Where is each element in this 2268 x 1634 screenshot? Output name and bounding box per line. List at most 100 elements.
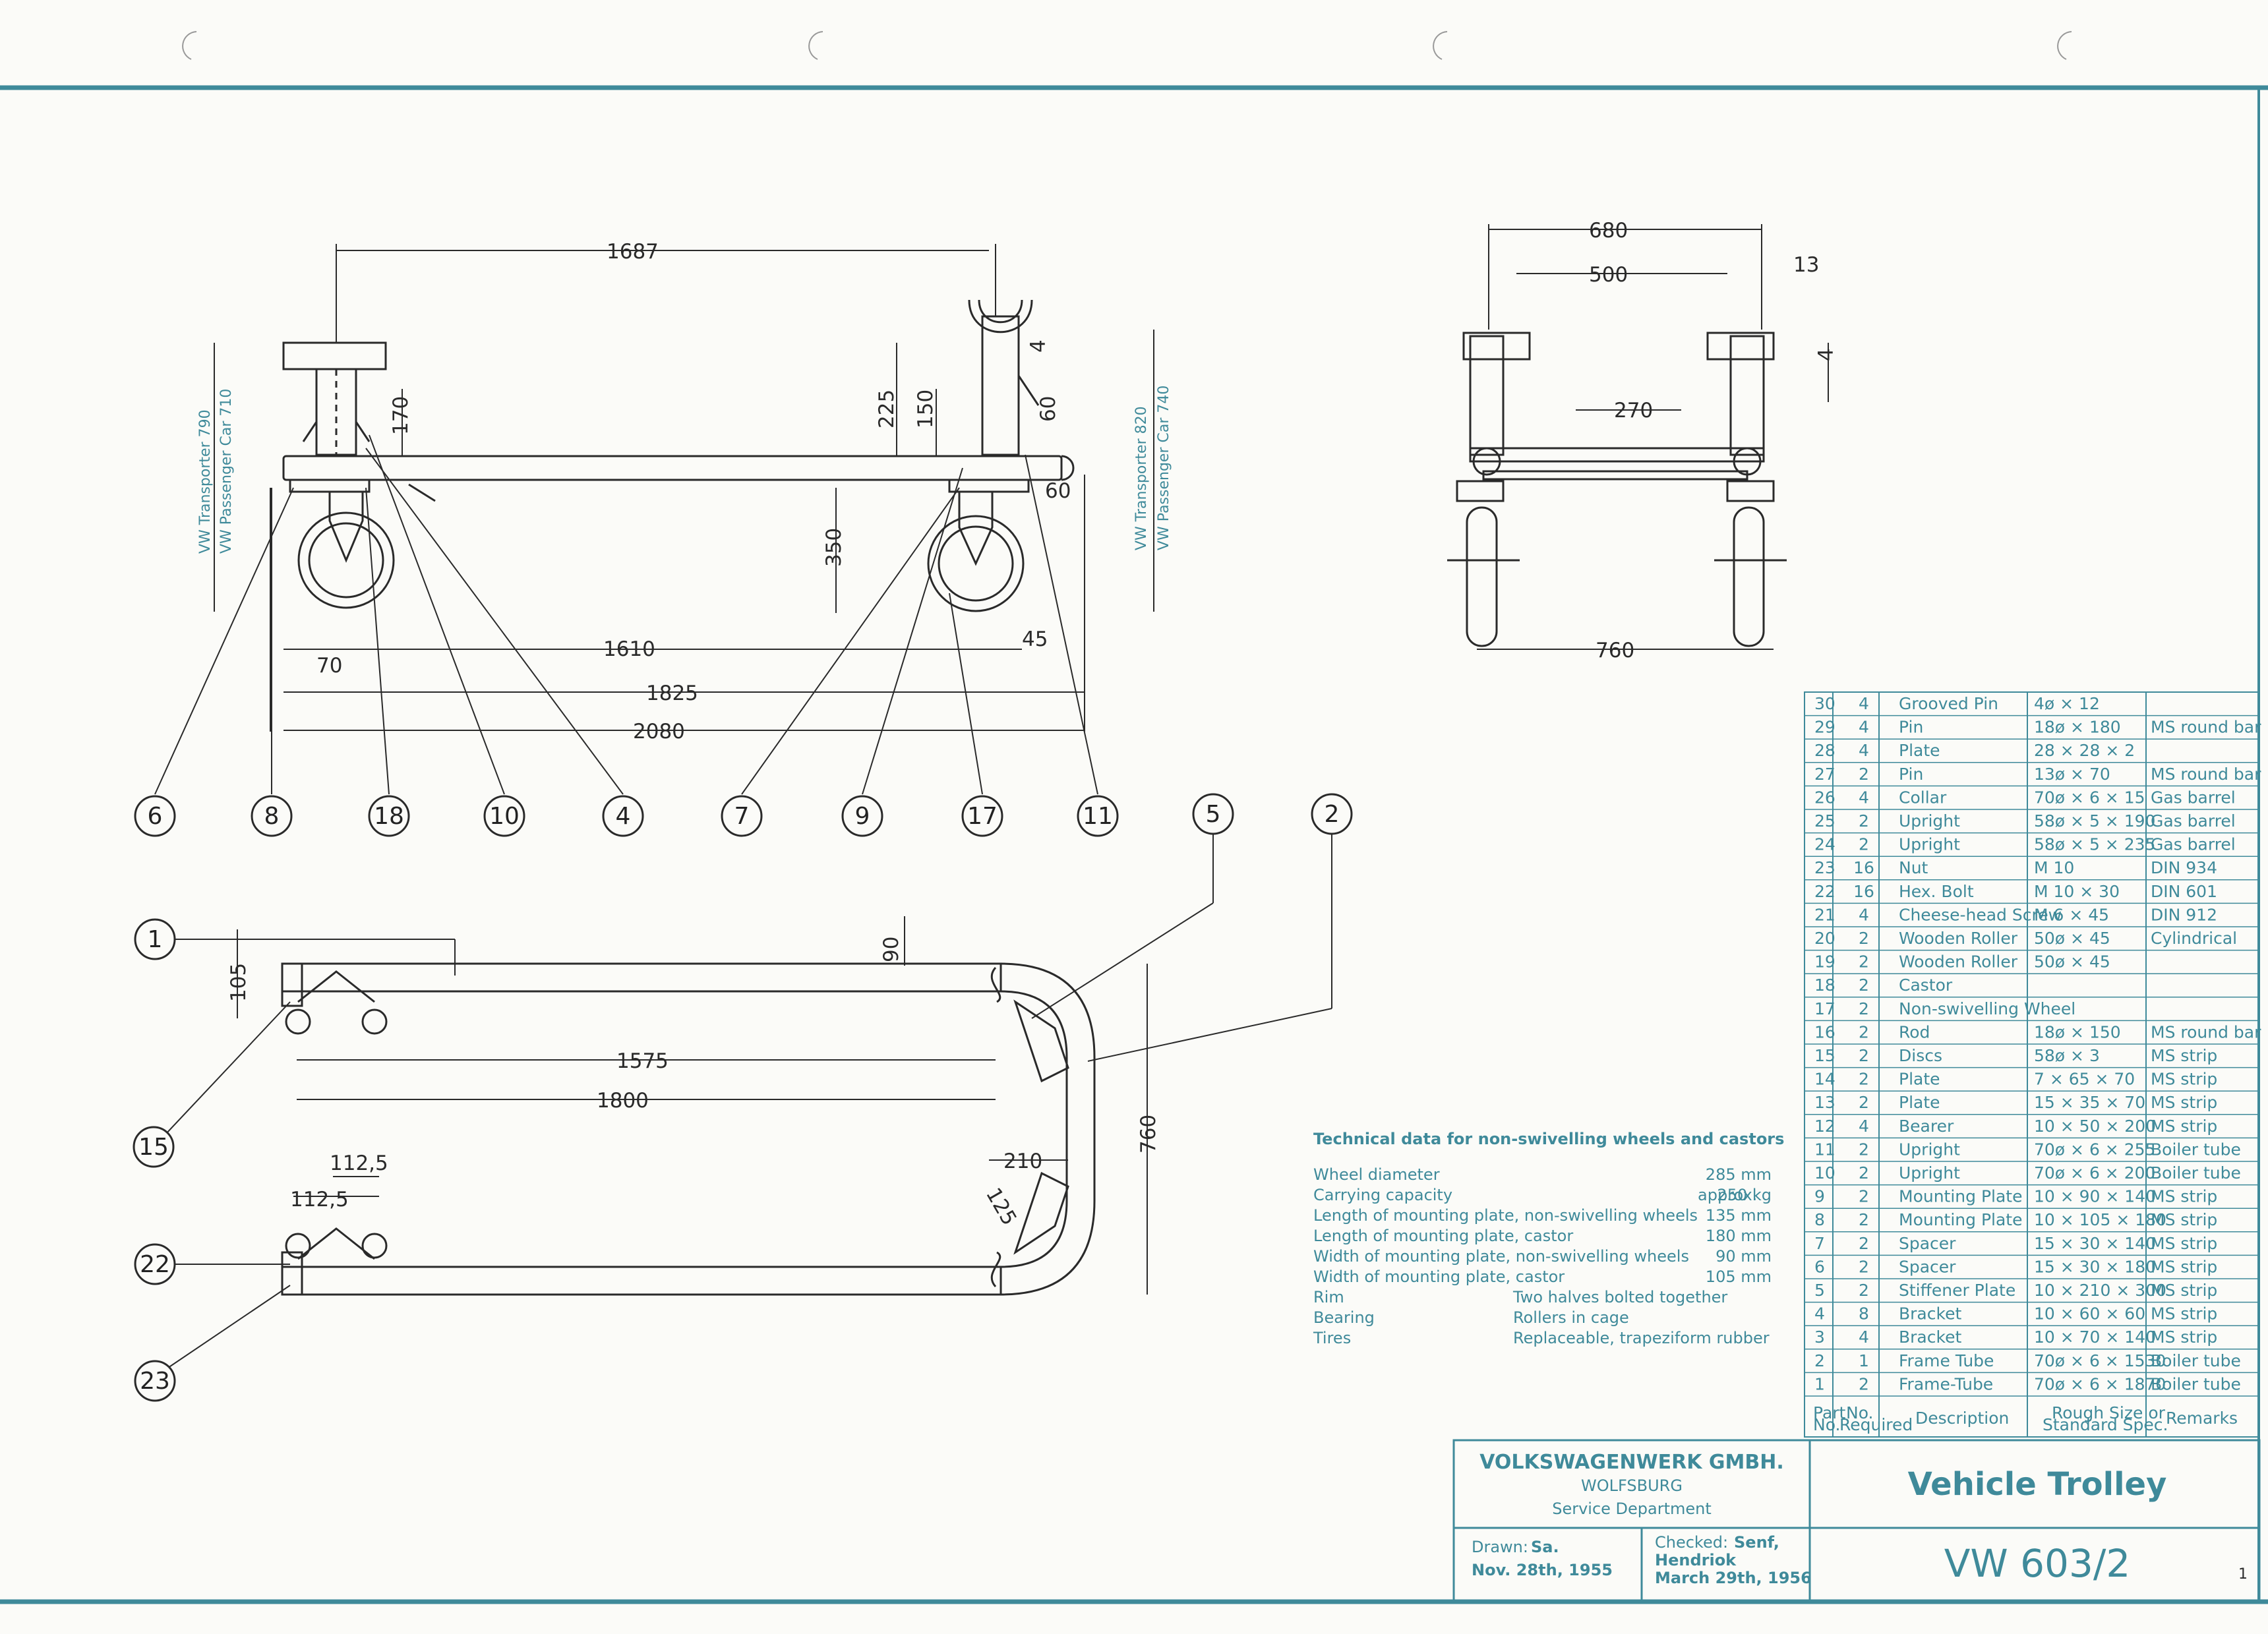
part-rem: Cylindrical <box>2151 929 2237 948</box>
part-desc: Pin <box>1899 718 1923 737</box>
part-size: 28 × 28 × 2 <box>2034 741 2135 760</box>
part-size: 18ø × 180 <box>2034 718 2121 737</box>
part-size: 15 × 35 × 70 <box>2034 1093 2145 1112</box>
part-size: 10 × 90 × 140 <box>2034 1187 2156 1206</box>
dim-1800: 1800 <box>597 1089 649 1113</box>
drawn-label: Drawn: <box>1472 1538 1528 1556</box>
part-qty: 2 <box>1859 1234 1869 1253</box>
part-size: 50ø × 45 <box>2034 929 2110 948</box>
part-size: 18ø × 150 <box>2034 1022 2121 1041</box>
balloon-10: 10 <box>483 795 525 837</box>
dim-112-5-b: 112,5 <box>290 1188 349 1211</box>
part-rem: DIN 912 <box>2151 905 2217 924</box>
tech-value: 135 mm <box>1706 1206 1772 1225</box>
part-size: 70ø × 6 × 15 <box>2034 788 2145 807</box>
balloon-circle <box>602 795 644 837</box>
part-no: 27 <box>1814 765 1835 784</box>
plan-view <box>281 962 1096 1296</box>
part-size: 10 × 210 × 300 <box>2034 1281 2166 1300</box>
dim-60-a: 60 <box>1036 396 1060 422</box>
part-qty: 2 <box>1859 1022 1869 1041</box>
hdr-no: No. <box>1813 1415 1841 1434</box>
dim-1575: 1575 <box>616 1049 669 1073</box>
part-rem: Boiler tube <box>2151 1374 2241 1393</box>
tech-title: Technical data for non-swivelling wheels… <box>1313 1130 1784 1148</box>
company-city: WOLFSBURG <box>1581 1476 1683 1495</box>
checked-label: Checked: <box>1655 1533 1728 1552</box>
part-no: 30 <box>1814 694 1835 713</box>
balloon-9: 9 <box>841 795 883 837</box>
drawn-date: Nov. 28th, 1955 <box>1472 1561 1613 1579</box>
part-rem: MS strip <box>2151 1257 2217 1276</box>
part-rem: Gas barrel <box>2151 788 2236 807</box>
company-name: VOLKSWAGENWERK GMBH. <box>1479 1451 1784 1474</box>
balloon-label: 9 <box>855 803 870 830</box>
part-no: 23 <box>1814 858 1835 877</box>
balloon-circle <box>483 795 525 837</box>
part-qty: 2 <box>1859 765 1869 784</box>
plan-dim-lines <box>237 916 1148 1295</box>
title-block-text: VOLKSWAGENWERK GMBH. WOLFSBURG Service D… <box>1472 1451 2248 1587</box>
part-qty: 2 <box>1859 1210 1869 1229</box>
part-no: 5 <box>1814 1281 1825 1300</box>
hdr-desc: Description <box>1915 1409 2009 1428</box>
part-qty: 4 <box>1859 1328 1869 1347</box>
balloon-label: 1 <box>148 926 163 953</box>
part-qty: 2 <box>1859 999 1869 1018</box>
dim-760-plan: 760 <box>1137 1115 1160 1153</box>
part-rem: Boiler tube <box>2151 1163 2241 1182</box>
part-qty: 2 <box>1859 1257 1869 1276</box>
part-desc: Wooden Roller <box>1899 952 2018 972</box>
part-rem: Boiler tube <box>2151 1351 2241 1370</box>
part-qty: 2 <box>1859 929 1869 948</box>
tech-mid: approx. <box>1698 1186 1757 1204</box>
checked-by-2: Hendriok <box>1655 1551 1737 1569</box>
balloon-23: 23 <box>134 1360 176 1402</box>
part-no: 12 <box>1814 1117 1835 1136</box>
part-rem: DIN 934 <box>2151 858 2217 877</box>
part-desc: Stiffener Plate <box>1899 1281 2015 1300</box>
part-no: 19 <box>1814 952 1835 972</box>
part-desc: Grooved Pin <box>1899 694 1998 713</box>
vw-passenger-740: VW Passenger Car 740 <box>1156 386 1172 550</box>
balloon-label: 10 <box>489 803 520 830</box>
part-size: 70ø × 6 × 200 <box>2034 1163 2155 1182</box>
balloon-11: 11 <box>1077 795 1119 837</box>
part-no: 11 <box>1814 1140 1835 1159</box>
part-size: 13ø × 70 <box>2034 765 2110 784</box>
tech-value: 285 mm <box>1706 1165 1772 1184</box>
dim-2080: 2080 <box>633 720 685 744</box>
vw-passenger-710: VW Passenger Car 710 <box>218 389 235 554</box>
part-no: 3 <box>1814 1328 1825 1347</box>
part-qty: 2 <box>1859 1374 1869 1393</box>
part-size: 50ø × 45 <box>2034 952 2110 972</box>
part-size: 10 × 60 × 60 <box>2034 1304 2145 1324</box>
balloon-circle <box>1192 793 1234 835</box>
tech-value: Rollers in cage <box>1513 1308 1629 1327</box>
part-desc: Upright <box>1899 1163 1960 1182</box>
punch-holes <box>182 31 2072 60</box>
balloon-label: 17 <box>967 803 998 830</box>
part-desc: Rod <box>1899 1022 1930 1041</box>
part-qty: 2 <box>1859 976 1869 995</box>
part-rem: MS strip <box>2151 1093 2217 1112</box>
balloon-label: 11 <box>1083 803 1113 830</box>
part-qty: 4 <box>1859 1117 1869 1136</box>
part-no: 21 <box>1814 905 1835 924</box>
balloon-label: 23 <box>140 1368 170 1395</box>
